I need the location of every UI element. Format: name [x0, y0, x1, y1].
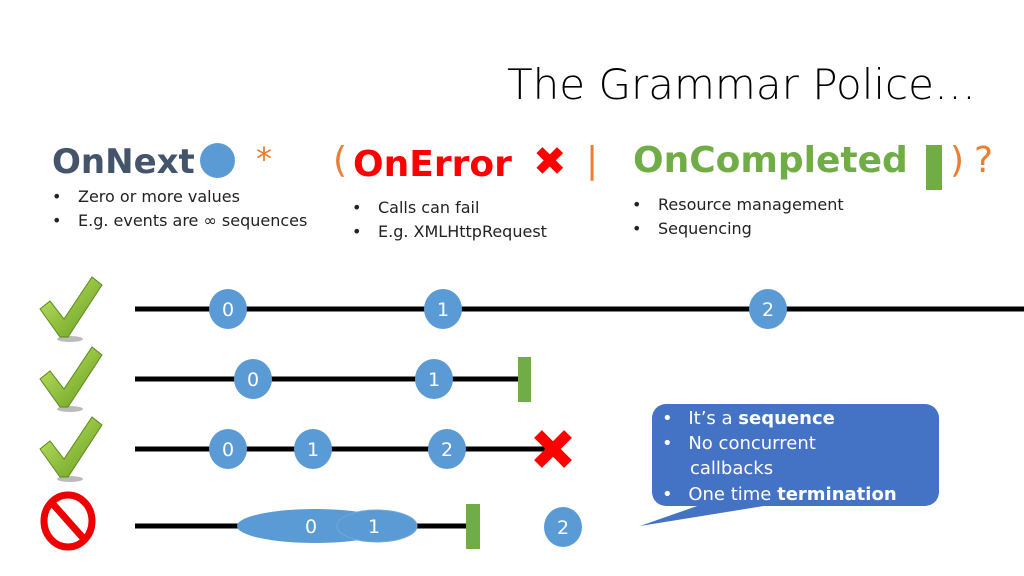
zero-or-more-operator: * [256, 140, 272, 178]
error-x-icon: ✖ [533, 139, 567, 185]
onerror-bullet: •Calls can fail [352, 198, 480, 217]
svg-text:2: 2 [441, 439, 453, 461]
marble: 0 [234, 359, 272, 399]
completed-marker [466, 504, 480, 549]
oncompleted-label: OnCompleted [633, 140, 908, 181]
svg-text:1: 1 [368, 516, 380, 538]
onnext-bullet: •E.g. events are ∞ sequences [52, 211, 308, 230]
marble: 1 [294, 429, 332, 469]
svg-text:1: 1 [428, 369, 440, 391]
callout-bullet-continued: callbacks [690, 458, 773, 479]
open-paren: ( [333, 140, 348, 181]
or-operator: | [586, 140, 599, 181]
svg-text:0: 0 [247, 369, 259, 391]
svg-text:1: 1 [437, 299, 449, 321]
callout-bullet: • It’s a sequence [662, 408, 835, 429]
marble: 0 [209, 429, 247, 469]
oncompleted-bullet: •Resource management [632, 195, 844, 214]
slide-title: The Grammar Police… [507, 60, 976, 109]
marble-after-completion: 2 [544, 507, 582, 547]
optional-operator: ? [974, 140, 994, 181]
callout-bullet: • One time termination [662, 484, 897, 505]
svg-text:0: 0 [222, 299, 234, 321]
valid-check-icon [39, 276, 103, 343]
completed-marker [518, 357, 531, 402]
onerror-bullet: •E.g. XMLHttpRequest [352, 222, 547, 241]
marble: 2 [749, 289, 787, 329]
marble-icon [200, 143, 235, 178]
error-marker [534, 430, 572, 468]
marble: 2 [428, 429, 466, 469]
completed-bar-icon [926, 145, 942, 190]
close-paren: ) [950, 140, 965, 181]
onnext-bullet: •Zero or more values [52, 187, 240, 206]
svg-text:2: 2 [762, 299, 774, 321]
marble: 1 [415, 359, 453, 399]
svg-text:0: 0 [222, 439, 234, 461]
valid-check-icon [39, 416, 103, 483]
svg-text:2: 2 [557, 517, 569, 539]
marble: 0 [209, 289, 247, 329]
oncompleted-bullet: •Sequencing [632, 219, 752, 238]
svg-text:0: 0 [305, 516, 317, 538]
svg-text:1: 1 [307, 439, 319, 461]
marble: 1 [424, 289, 462, 329]
invalid-no-entry-icon [40, 491, 96, 551]
callout-bullet: • No concurrent [662, 433, 816, 454]
onnext-label: OnNext [52, 142, 195, 182]
callout-bubble: • It’s a sequence • No concurrent callba… [640, 404, 939, 526]
onerror-label: OnError [353, 144, 512, 185]
valid-check-icon [39, 346, 103, 413]
overlapping-marble: 1 [336, 509, 418, 543]
